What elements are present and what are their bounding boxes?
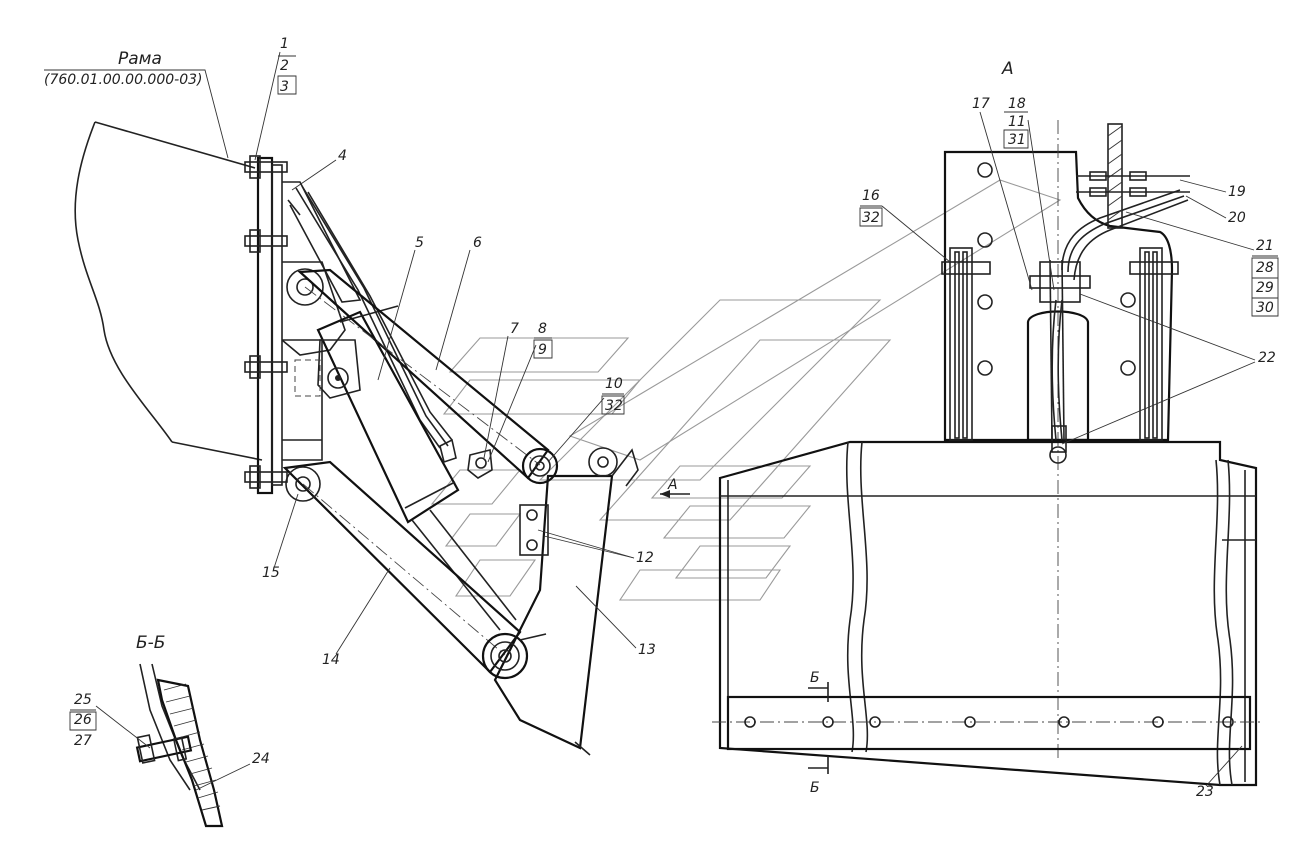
svg-text:2: 2 — [280, 58, 289, 74]
cutting-edge — [726, 695, 1252, 751]
svg-text:21: 21 — [1256, 238, 1274, 254]
svg-text:4: 4 — [338, 148, 347, 164]
svg-text:3: 3 — [280, 79, 289, 95]
svg-text:30: 30 — [1256, 300, 1274, 316]
blade-bracket — [493, 474, 614, 750]
side-view: А — [74, 121, 690, 756]
svg-text:22: 22 — [1258, 350, 1276, 366]
svg-text:20: 20 — [1228, 210, 1246, 226]
svg-text:15: 15 — [262, 565, 280, 581]
svg-text:28: 28 — [1256, 260, 1274, 276]
svg-text:14: 14 — [322, 652, 340, 668]
svg-text:Б-Б: Б-Б — [136, 633, 165, 653]
svg-text:23: 23 — [1196, 784, 1214, 800]
edge-bolts — [744, 716, 1234, 728]
svg-text:(760.01.00.00.000-03): (760.01.00.00.000-03) — [44, 72, 202, 88]
mounting-plate — [256, 156, 274, 495]
svg-text:31: 31 — [1008, 132, 1026, 148]
blade-body — [718, 440, 1258, 787]
svg-text:13: 13 — [638, 642, 656, 658]
view-a: А — [712, 59, 1260, 796]
frame-outline — [94, 121, 256, 169]
svg-text:Б: Б — [810, 780, 820, 796]
svg-text:7: 7 — [510, 321, 519, 337]
plate-12 — [519, 504, 549, 556]
section-bb: Б-Б 25 26 27 24 — [69, 633, 270, 828]
upper-arm — [297, 268, 550, 480]
svg-text:9: 9 — [538, 342, 547, 358]
side-view-labels: Рама (760.01.00.00.000-03) 1 2 3 4 5 6 7… — [44, 36, 656, 668]
svg-text:24: 24 — [252, 751, 270, 767]
svg-text:Б: Б — [810, 670, 820, 686]
svg-text:29: 29 — [1256, 280, 1274, 296]
svg-text:8: 8 — [538, 321, 547, 337]
svg-text:16: 16 — [862, 188, 880, 204]
svg-text:6: 6 — [473, 235, 482, 251]
svg-text:11: 11 — [1008, 114, 1026, 130]
plate-bolts — [244, 155, 288, 489]
svg-text:25: 25 — [74, 692, 92, 708]
svg-text:17: 17 — [972, 96, 990, 112]
svg-text:5: 5 — [415, 235, 424, 251]
watermark-logo — [430, 179, 1062, 601]
svg-text:19: 19 — [1228, 184, 1246, 200]
svg-text:32: 32 — [605, 398, 623, 414]
svg-text:А: А — [667, 477, 678, 493]
lower-arm — [282, 460, 522, 674]
svg-text:1: 1 — [280, 36, 289, 52]
svg-text:А: А — [1001, 59, 1014, 79]
svg-text:26: 26 — [74, 712, 92, 728]
svg-text:Рама: Рама — [118, 49, 162, 69]
svg-text:32: 32 — [862, 210, 880, 226]
view-a-labels: 16 32 17 18 11 31 19 20 21 28 29 30 22 2… — [859, 96, 1279, 800]
support-plate — [943, 150, 1174, 442]
svg-text:18: 18 — [1008, 96, 1026, 112]
svg-text:10: 10 — [605, 376, 623, 392]
svg-text:12: 12 — [636, 550, 654, 566]
svg-text:27: 27 — [74, 733, 92, 749]
